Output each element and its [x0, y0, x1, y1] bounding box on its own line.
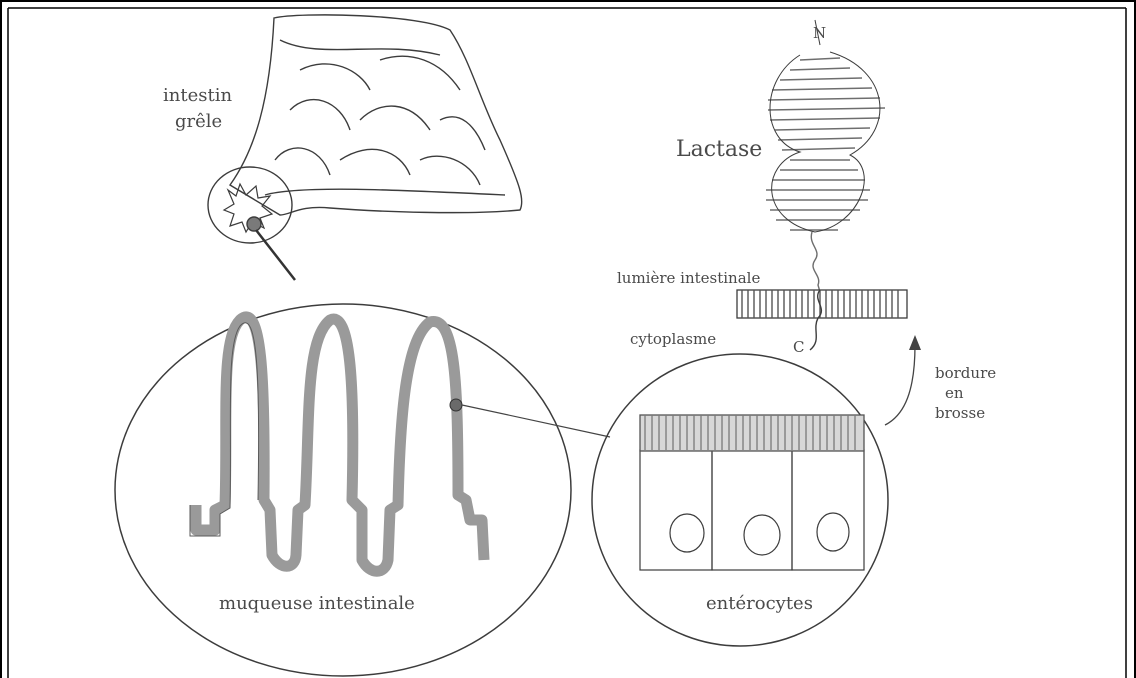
small-intestine-illustration — [208, 15, 522, 243]
intestinal-villi — [196, 317, 484, 571]
enterocyte-cells — [640, 450, 864, 570]
brush-border-microvilli — [640, 415, 864, 451]
cell-membrane — [737, 290, 907, 318]
n-terminal-label: N — [813, 24, 826, 42]
bordure-label-line3: brosse — [935, 404, 985, 422]
villus-zoom-point — [450, 399, 462, 411]
brush-border-arrow — [885, 345, 915, 425]
intestin-label-line2: grêle — [175, 111, 222, 132]
cytoplasme-label: cytoplasme — [630, 330, 716, 348]
nucleus — [817, 513, 849, 551]
lactase-protein-structure — [766, 58, 885, 292]
muqueuse-label: muqueuse intestinale — [219, 593, 415, 614]
arrow-head — [909, 335, 921, 350]
mucosa-magnifier-circle — [115, 304, 571, 676]
nucleus — [744, 515, 780, 555]
zoom-line-to-mucosa — [256, 230, 295, 280]
intestin-label-line1: intestin — [163, 85, 232, 106]
lumiere-label: lumière intestinale — [617, 269, 760, 287]
nucleus — [670, 514, 704, 552]
enterocytes-label: entérocytes — [706, 593, 813, 614]
zoom-line-to-enterocytes — [462, 405, 610, 437]
c-terminal-label: C — [793, 338, 804, 356]
bordure-label-line2: en — [945, 384, 964, 402]
bordure-label-line1: bordure — [935, 364, 996, 382]
lactase-label: Lactase — [676, 137, 762, 162]
